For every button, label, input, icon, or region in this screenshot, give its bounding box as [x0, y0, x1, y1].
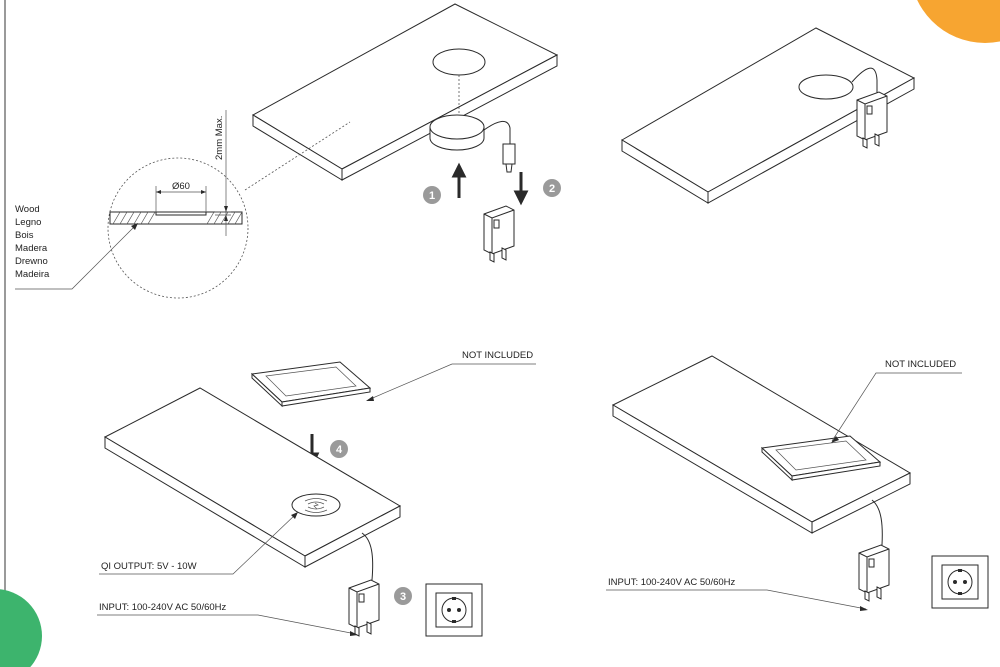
material-madeira: Madeira	[15, 269, 50, 280]
installed-puck	[798, 74, 854, 100]
arrow-up-icon	[451, 162, 467, 198]
depth-label: 2mm Max.	[214, 116, 225, 160]
step-badge-1	[423, 186, 441, 204]
input-label: INPUT: 100-240V AC 50/60Hz	[99, 602, 227, 613]
arrow-down-icon	[513, 172, 529, 206]
wireless-charging-icon	[304, 498, 328, 513]
smartphone-icon	[251, 361, 371, 407]
material-bois: Bois	[15, 230, 34, 241]
not-included-label: NOT INCLUDED	[462, 350, 533, 361]
panel-4-phone-on-shelf: NOT INCLUDED INPUT: 100-240V AC 50/60Hz	[606, 355, 989, 611]
usb-wall-charger-icon	[858, 544, 890, 602]
cutout-hole	[432, 48, 486, 76]
qi-output-label: QI OUTPUT: 5V - 10W	[101, 561, 197, 572]
panel-2-installed	[621, 27, 916, 204]
orange-corner-decoration	[917, 0, 1000, 43]
detail-magnifier	[107, 157, 249, 299]
material-legno: Legno	[15, 217, 41, 228]
step-badge-4	[330, 440, 348, 458]
material-wood: Wood	[15, 204, 40, 215]
step-number-2: 2	[549, 183, 555, 195]
wall-socket-icon	[425, 583, 483, 637]
panel-1-cut-hole: 1 2 Ø60 2mm Max. Wood Legno Bois Madera …	[15, 3, 561, 299]
usb-wall-charger-icon	[483, 205, 515, 263]
usb-wall-charger-icon	[348, 579, 380, 637]
wireless-charger-pad	[291, 493, 341, 517]
diameter-label: Ø60	[172, 181, 190, 192]
left-border	[4, 0, 6, 667]
material-madera: Madera	[15, 243, 48, 254]
material-drewno: Drewno	[15, 256, 48, 267]
step-number-4: 4	[336, 444, 343, 456]
usb-wall-charger-icon	[856, 91, 888, 149]
step-badge-3	[394, 587, 412, 605]
wall-socket-icon	[931, 555, 989, 609]
panel-3-charging: NOT INCLUDED 4 QI OUTPUT: 5V - 10W 3 INP…	[97, 350, 536, 637]
input-label: INPUT: 100-240V AC 50/60Hz	[608, 577, 736, 588]
step-number-3: 3	[400, 591, 406, 603]
step-number-1: 1	[429, 190, 435, 202]
step-badge-2	[543, 179, 561, 197]
green-corner-decoration	[0, 589, 42, 667]
not-included-label: NOT INCLUDED	[885, 359, 956, 370]
